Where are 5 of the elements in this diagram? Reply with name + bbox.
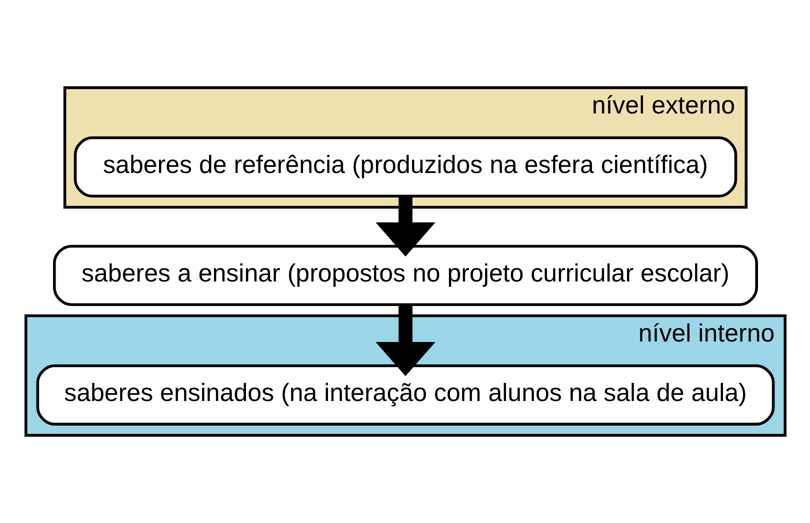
arrow bbox=[375, 196, 435, 257]
node-box: saberes a ensinar (propostos no projeto curricular escolar) bbox=[52, 244, 758, 306]
node-box: saberes ensinados (na interação com alunos na sala de aula) bbox=[36, 364, 774, 426]
node-box: saberes de referência (produzidos na esfera científica) bbox=[73, 136, 737, 198]
arrow bbox=[375, 305, 435, 376]
